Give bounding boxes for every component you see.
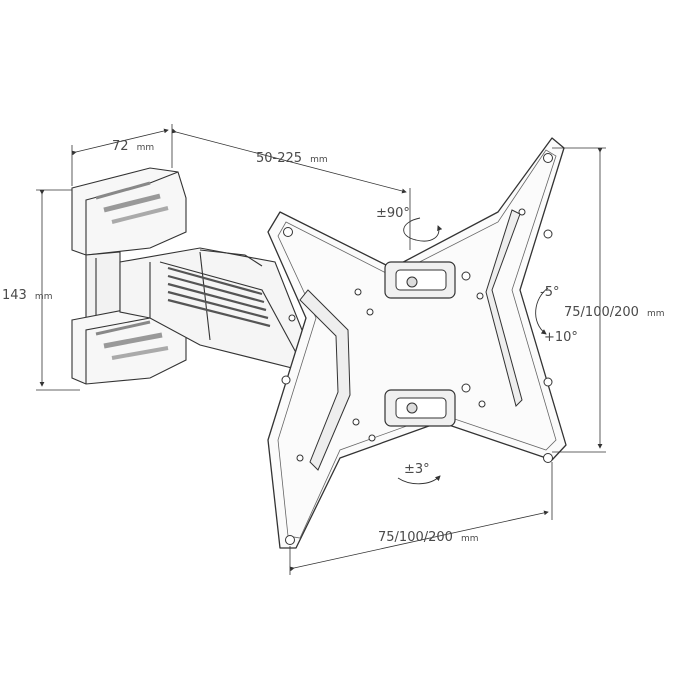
vesa-plate [267, 137, 567, 549]
swivel-angle-label: ±90° [376, 206, 410, 221]
mounting-holes [281, 153, 553, 545]
extension-label: 50-225 mm [256, 147, 328, 166]
rotation-angle-label: ±3° [404, 462, 430, 477]
wall-plate-height-label: 143 mm [2, 284, 52, 303]
extension-arm [119, 247, 311, 371]
dimension-lines [36, 124, 606, 575]
swivel-arrow-icon [403, 217, 443, 242]
vesa-vertical-label: 75/100/200 mm [564, 301, 665, 320]
tilt-bracket-top [384, 261, 456, 299]
vesa-horizontal-label: 75/100/200 mm [378, 526, 479, 545]
tilt-up-label: -5° [540, 285, 559, 300]
tilt-down-label: +10° [544, 330, 578, 345]
tilt-bracket-bottom [384, 389, 456, 427]
arm-depth-label: 72 mm [112, 135, 154, 154]
rotation-arrow-icon [397, 475, 441, 485]
tilt-arrow-icon [535, 287, 549, 335]
